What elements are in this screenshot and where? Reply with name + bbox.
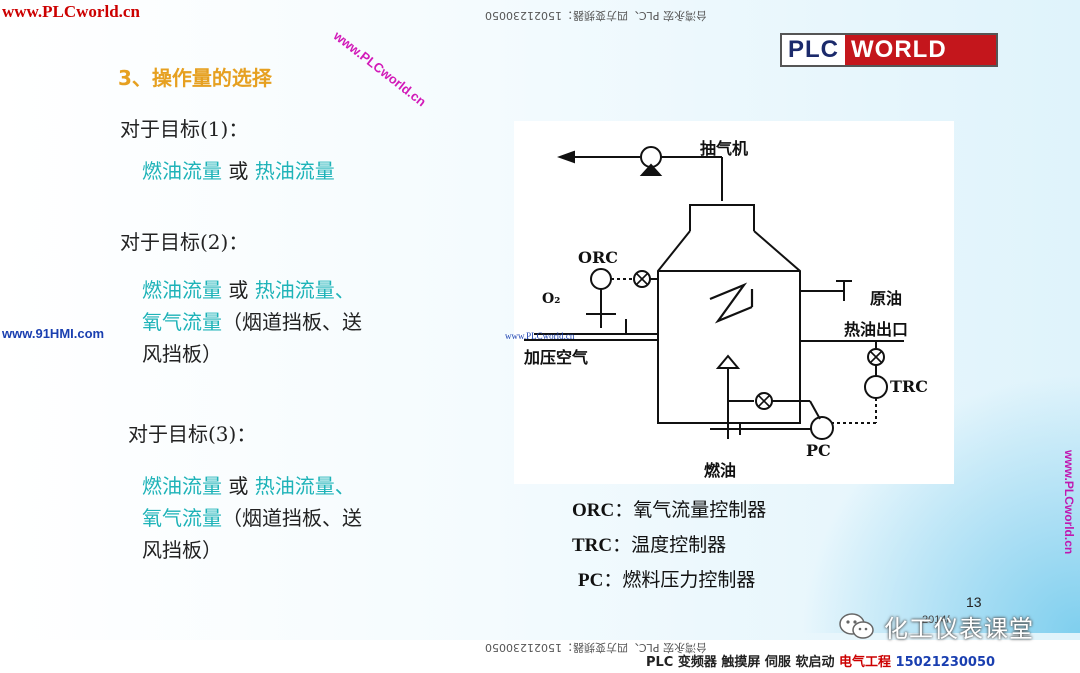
goal-option-line: 燃油流量 或 热油流量 bbox=[142, 155, 335, 188]
legend-code: TRC bbox=[572, 535, 613, 556]
watermark-small-center: www.PLCworld.cn bbox=[505, 331, 575, 341]
wechat-account-name: 化工仪表课堂 bbox=[884, 615, 1034, 643]
manipulated-variable: 氧气流量 bbox=[142, 506, 222, 530]
wechat-badge: 化工仪表课堂 bbox=[838, 609, 1034, 644]
option-text: 风挡板） bbox=[142, 538, 222, 562]
option-text: 风挡板） bbox=[142, 342, 222, 366]
manipulated-variable: 燃油流量 bbox=[142, 159, 222, 183]
manipulated-variable: 氧气流量 bbox=[142, 310, 222, 334]
label-exhaust-fan: 抽气机 bbox=[700, 139, 749, 158]
legend-item-orc: ORC：氧气流量控制器 bbox=[572, 495, 766, 522]
logo-world-text: WORLD bbox=[845, 35, 996, 65]
legend-desc: ：氧气流量控制器 bbox=[614, 499, 767, 521]
exhaust-arrow-head bbox=[557, 150, 575, 164]
heating-coil bbox=[709, 282, 753, 324]
goal-option-line: 氧气流量（烟道挡板、送 bbox=[142, 306, 362, 339]
manipulated-variable: 燃油流量 bbox=[142, 278, 222, 302]
goal-option-line: 燃油流量 或 热油流量、 bbox=[142, 470, 355, 503]
manipulated-variable: 热油流量 bbox=[254, 159, 335, 183]
goal-option-line: 风挡板） bbox=[142, 338, 222, 371]
section-title: 3、操作量的选择 bbox=[118, 66, 272, 90]
footer-strip bbox=[0, 640, 1080, 673]
option-text: 或 bbox=[222, 159, 255, 183]
process-diagram-svg bbox=[524, 146, 904, 440]
legend-item-pc: PC：燃料压力控制器 bbox=[578, 565, 755, 592]
label-hot-oil-outlet: 热油出口 bbox=[844, 320, 909, 339]
footer-products: PLC 变频器 触摸屏 伺服 软启动 bbox=[646, 655, 835, 670]
logo-plc-text: PLC bbox=[782, 35, 845, 65]
legend-code: ORC bbox=[572, 500, 615, 521]
burner-symbol bbox=[715, 354, 741, 369]
label-pc: PC bbox=[806, 441, 831, 460]
exhaust-fan-base bbox=[639, 163, 663, 176]
option-text: （烟道挡板、送 bbox=[222, 506, 362, 530]
pc-controller-symbol bbox=[810, 416, 834, 440]
process-diagram: 抽气机 ORC O₂ 原油 热油出口 加压空气 TRC PC 燃油 bbox=[514, 121, 954, 484]
legend-desc: ：温度控制器 bbox=[612, 534, 727, 556]
stack-outline bbox=[689, 204, 755, 231]
goal-option-line: 风挡板） bbox=[142, 534, 222, 567]
orc-controller-symbol bbox=[590, 268, 612, 290]
footer-phone: 15021230050 bbox=[895, 655, 996, 670]
watermark-top-left: www.PLCworld.cn bbox=[2, 2, 140, 21]
page-number: 13 bbox=[966, 594, 982, 610]
label-fuel-oil: 燃油 bbox=[704, 461, 737, 480]
trc-controller-symbol bbox=[864, 375, 888, 399]
watermark-right-vertical: www.PLCworld.cn bbox=[1062, 450, 1076, 555]
legend-desc: ：燃料压力控制器 bbox=[603, 569, 756, 591]
wechat-icon bbox=[838, 612, 876, 642]
goal-option-line: 氧气流量（烟道挡板、送 bbox=[142, 502, 362, 535]
goal-heading: 对于目标(2)： bbox=[120, 230, 249, 254]
goal-option-line: 燃油流量 或 热油流量、 bbox=[142, 274, 355, 307]
goal-heading: 对于目标(1)： bbox=[120, 117, 249, 141]
goal-heading: 对于目标(3)： bbox=[128, 422, 257, 446]
label-trc: TRC bbox=[890, 377, 928, 396]
footer-text: PLC 变频器 触摸屏 伺服 软启动 电气工程 15021230050 bbox=[646, 651, 995, 670]
watermark-phone-top: 台湾永宏 PLC、四方变频器：15021230050 bbox=[485, 9, 707, 22]
label-o2: O₂ bbox=[542, 291, 561, 307]
footer-highlight: 电气工程 bbox=[839, 655, 892, 670]
label-pressurized-air: 加压空气 bbox=[524, 348, 589, 367]
watermark-91hmi: www.91HMI.com bbox=[2, 326, 105, 341]
label-crude-oil: 原油 bbox=[870, 289, 903, 308]
manipulated-variable: 热油流量、 bbox=[254, 474, 355, 498]
manipulated-variable: 燃油流量 bbox=[142, 474, 222, 498]
plcworld-logo: PLC WORLD bbox=[780, 33, 998, 67]
manipulated-variable: 热油流量、 bbox=[254, 278, 355, 302]
option-text: 或 bbox=[222, 474, 255, 498]
option-text: 或 bbox=[222, 278, 255, 302]
legend-item-trc: TRC：温度控制器 bbox=[572, 530, 726, 557]
legend-code: PC bbox=[578, 570, 604, 591]
label-orc: ORC bbox=[578, 248, 618, 267]
page-number-sub: 2014/ bbox=[922, 614, 950, 626]
option-text: （烟道挡板、送 bbox=[222, 310, 362, 334]
